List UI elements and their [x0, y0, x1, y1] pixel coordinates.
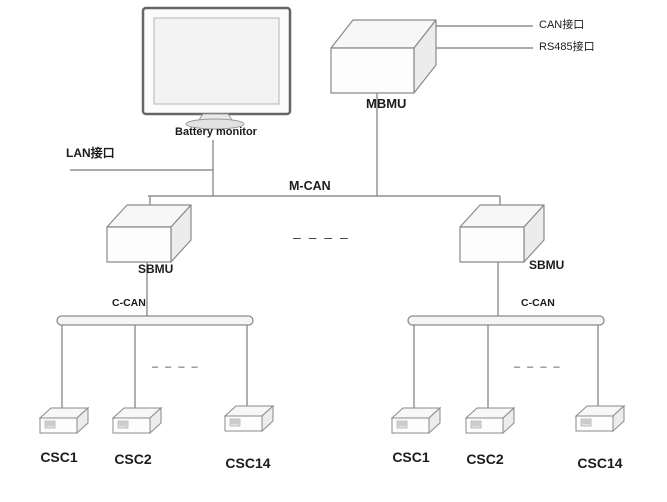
csc-right-2-box: [465, 407, 515, 434]
csc-left-1-label: CSC1: [40, 449, 78, 465]
csc-right-2-label: CSC2: [466, 451, 504, 467]
connector-lines: [61, 25, 599, 412]
sbmu-left-label: SBMU: [138, 262, 174, 276]
csc-left-2-box: [112, 407, 162, 434]
lan-port-label: LAN接口: [66, 146, 115, 160]
c-can-left-bus-bar: [56, 315, 254, 326]
m-can-label: M-CAN: [289, 179, 331, 193]
sbmu-right-label: SBMU: [529, 258, 565, 272]
left-ellipsis-dashes: – – – –: [152, 361, 200, 373]
c-can-left-label: C-CAN: [112, 297, 146, 309]
mbmu-box: [330, 19, 437, 94]
rs485-port-label: RS485接口: [539, 41, 595, 53]
csc-left-3-box: [224, 405, 274, 432]
sbmu-left-box: [106, 204, 192, 263]
csc-right-1-label: CSC1: [392, 449, 430, 465]
csc-left-2-label: CSC2: [114, 451, 152, 467]
csc-right-3-label: CSC14: [577, 455, 623, 471]
mid-ellipsis-dashes: – – – –: [293, 229, 350, 245]
battery-monitor-shape: [141, 6, 292, 130]
c-can-right-label: C-CAN: [521, 297, 555, 309]
csc-right-1-box: [391, 407, 441, 434]
right-ellipsis-dashes: – – – –: [514, 361, 562, 373]
battery-monitor-label: Battery monitor: [175, 126, 257, 138]
can-port-label: CAN接口: [539, 19, 585, 31]
sbmu-right-box: [459, 204, 545, 263]
csc-right-3-box: [575, 405, 625, 432]
mbmu-label: MBMU: [366, 96, 407, 111]
csc-left-1-box: [39, 407, 89, 434]
c-can-right-bus-bar: [407, 315, 605, 326]
csc-left-3-label: CSC14: [225, 455, 271, 471]
